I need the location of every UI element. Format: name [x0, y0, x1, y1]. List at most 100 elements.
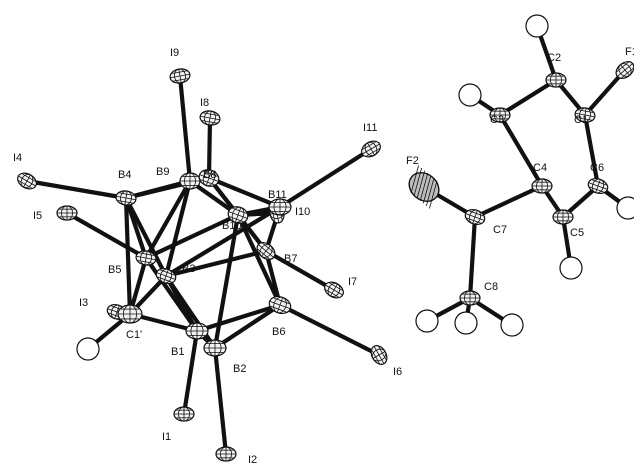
- atom-h8a: [415, 309, 439, 333]
- atom-b9: [179, 172, 201, 190]
- atom-i8: [199, 110, 221, 126]
- atom-c5: [552, 209, 574, 225]
- atom-h8b: [454, 311, 478, 335]
- bond-c4-c7: [472, 183, 545, 220]
- atom-c1p: [117, 304, 143, 324]
- bond-b3-b1: [163, 273, 200, 334]
- atom-i11: [361, 140, 381, 158]
- bond-c7-c8: [467, 214, 478, 301]
- atom-label-c6: C6: [590, 162, 604, 174]
- bond-b11-b3: [163, 204, 283, 279]
- atom-label-c1: C1: [574, 114, 588, 126]
- atom-h8c: [500, 313, 524, 337]
- bond-b4-c1p: [123, 195, 133, 317]
- bond-b10-b6: [235, 212, 283, 308]
- bond-b9-b5: [143, 178, 193, 261]
- atom-label-c1p: C1': [126, 329, 142, 341]
- atom-label-b2: B2: [233, 363, 246, 375]
- atom-label-i8: I8: [200, 97, 209, 109]
- bond-c3-c4: [497, 112, 545, 189]
- atom-c2: [545, 72, 567, 88]
- bond-b6-i6: [277, 302, 382, 358]
- atom-b3: [155, 267, 177, 285]
- bond-b5-b10: [143, 212, 241, 261]
- atom-label-i6: I6: [393, 366, 402, 378]
- atom-label-i9: I9: [170, 47, 179, 59]
- atom-i2: [215, 446, 237, 462]
- atom-c6: [587, 177, 609, 195]
- bond-b1-i1: [181, 328, 200, 417]
- atom-i9: [169, 68, 191, 84]
- atom-b8: [198, 169, 220, 187]
- bond-b8-b11: [206, 175, 283, 210]
- atom-label-c4: C4: [533, 162, 547, 174]
- atom-b1: [185, 322, 209, 340]
- atom-label-b3: B3: [182, 263, 195, 275]
- atom-i7: [324, 281, 344, 299]
- atom-b10: [227, 206, 249, 224]
- atom-c4: [531, 178, 553, 194]
- atom-label-i2: I2: [248, 454, 257, 463]
- atom-label-b5: B5: [108, 264, 121, 276]
- atom-label-b10: B10: [222, 220, 242, 232]
- atom-label-c3: C3: [490, 114, 504, 126]
- bond-b4-b3: [123, 195, 169, 279]
- atom-label-f2: F2: [406, 155, 419, 167]
- bond-b7-i7: [263, 248, 337, 293]
- bond-b5-i5: [64, 210, 149, 261]
- atom-i1: [173, 406, 195, 422]
- atom-h5: [559, 256, 583, 280]
- bond-b9-i9: [177, 73, 193, 184]
- atom-label-i11: I11: [363, 122, 377, 134]
- bond-c2-c3: [497, 77, 559, 118]
- atom-c7: [464, 208, 486, 226]
- atom-label-c2: C2: [547, 52, 561, 64]
- atom-b11: [268, 198, 292, 216]
- atom-h3: [458, 83, 482, 107]
- atom-b4: [115, 190, 137, 206]
- atom-c1: [574, 107, 596, 123]
- atom-label-i7: I7: [348, 276, 357, 288]
- atom-label-i4: I4: [13, 152, 22, 164]
- atom-label-b9: B9: [156, 166, 169, 178]
- atom-h1p: [76, 337, 100, 361]
- atom-b2: [203, 339, 227, 357]
- atom-i6: [370, 345, 388, 365]
- atom-c8: [459, 290, 481, 306]
- atom-label-c7: C7: [493, 224, 507, 236]
- bond-b9-b3: [163, 178, 193, 279]
- atom-f1: [615, 61, 634, 79]
- atom-label-b4: B4: [118, 169, 131, 181]
- bond-c1-c6: [582, 112, 601, 189]
- atom-label-c8: C8: [484, 281, 498, 293]
- bond-b8-i8: [206, 115, 213, 181]
- atom-i5: [56, 205, 78, 221]
- atom-i4: [17, 172, 37, 190]
- bond-b3-b7: [163, 248, 269, 279]
- atom-label-i3: I3: [79, 297, 88, 309]
- atom-f2: [408, 165, 440, 209]
- bond-b2-b6: [212, 302, 283, 351]
- bond-layer: [24, 23, 631, 457]
- atom-b5: [135, 250, 157, 266]
- atom-h6: [616, 196, 634, 220]
- atom-label-c5: C5: [570, 227, 584, 239]
- bond-b4-i4: [24, 178, 129, 201]
- atom-label-b6: B6: [272, 326, 285, 338]
- bond-b10-b2: [212, 212, 241, 351]
- atom-label-b7: B7: [284, 253, 297, 265]
- atom-b7: [256, 242, 276, 260]
- atom-label-b1: B1: [171, 346, 184, 358]
- bond-b6-b1: [194, 302, 283, 334]
- atom-h2: [525, 14, 549, 38]
- bond-b2-i2: [212, 345, 229, 457]
- bond-b11-i11: [277, 146, 374, 210]
- atom-label-b8: B8: [203, 169, 216, 181]
- atom-label-b11: B11: [268, 189, 287, 201]
- atom-label-i1: I1: [162, 431, 171, 443]
- atom-label-i5: I5: [33, 210, 42, 222]
- atom-label-i10: I10: [295, 206, 310, 218]
- atom-c3: [489, 107, 511, 123]
